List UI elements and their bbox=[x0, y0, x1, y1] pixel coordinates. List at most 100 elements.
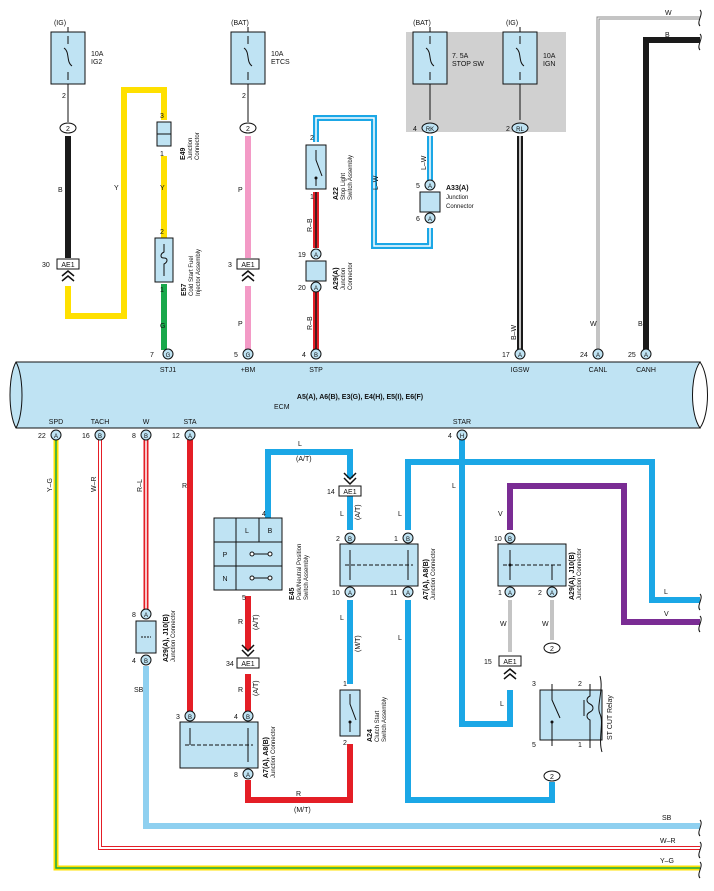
component-e45: 4 L B P N 5 E45 Park/Neutral Position Sw… bbox=[213, 511, 310, 602]
ecm-pin-star: STAR 4 H bbox=[448, 419, 471, 441]
fuse-source: (BAT) bbox=[413, 20, 431, 27]
label-l-ae1: L bbox=[340, 511, 344, 518]
ae1-connector-34: 34 AE1 bbox=[226, 644, 260, 669]
svg-text:Junction Connector: Junction Connector bbox=[171, 610, 177, 662]
svg-text:3: 3 bbox=[228, 262, 232, 269]
svg-text:Junction: Junction bbox=[341, 268, 347, 290]
svg-text:34: 34 bbox=[226, 661, 234, 668]
svg-text:1: 1 bbox=[394, 536, 398, 543]
svg-text:2: 2 bbox=[310, 135, 314, 142]
ecm-pin-canl: 24 A CANL bbox=[580, 348, 608, 374]
ecm-title: A5(A), A6(B), E3(G), E4(H), E5(I), E6(F) bbox=[297, 394, 423, 401]
svg-text:4: 4 bbox=[448, 433, 452, 440]
svg-text:4: 4 bbox=[234, 714, 238, 721]
svg-text:4: 4 bbox=[132, 658, 136, 665]
svg-text:IGSW: IGSW bbox=[511, 367, 530, 374]
wire-w-relay bbox=[508, 600, 554, 652]
svg-text:A33(A): A33(A) bbox=[446, 185, 469, 192]
svg-text:Injector Assembly: Injector Assembly bbox=[196, 249, 202, 296]
label-w-r-right: W–R bbox=[660, 838, 676, 845]
svg-text:STP: STP bbox=[309, 367, 323, 374]
component-e57: 2 1 E57 Cold Start Fuel Injector Assembl… bbox=[154, 229, 202, 296]
ecm-pin-spd: SPD 22 A bbox=[38, 419, 63, 441]
connector-rl: RL bbox=[511, 122, 529, 134]
label-y: Y bbox=[114, 185, 119, 192]
svg-text:19: 19 bbox=[298, 252, 306, 259]
wire-sb bbox=[143, 666, 700, 829]
svg-text:Switch Assembly: Switch Assembly bbox=[304, 555, 310, 600]
svg-text:B: B bbox=[348, 537, 352, 543]
label-sb-right: SB bbox=[662, 815, 672, 822]
fuse-pin: 2 bbox=[506, 126, 510, 133]
svg-text:H: H bbox=[460, 434, 464, 440]
svg-text:A24: A24 bbox=[367, 729, 374, 742]
ecm-pin-tach: TACH 16 B bbox=[82, 419, 109, 441]
svg-text:B: B bbox=[246, 715, 250, 721]
svg-text:AE1: AE1 bbox=[241, 661, 254, 668]
svg-text:2: 2 bbox=[246, 126, 250, 133]
label-r-l: R–L bbox=[137, 479, 144, 492]
fuse-rating: 10A bbox=[91, 51, 104, 58]
component-a24: 1 2 A24 Clutch Start Switch Assembly bbox=[339, 681, 388, 747]
ecm-subtitle: ECM bbox=[274, 404, 290, 411]
wire-l-w bbox=[313, 115, 433, 249]
svg-text:Connector: Connector bbox=[195, 132, 201, 160]
svg-text:E49: E49 bbox=[180, 147, 187, 160]
svg-text:RL: RL bbox=[516, 127, 524, 133]
svg-text:RK: RK bbox=[426, 127, 434, 133]
svg-text:8: 8 bbox=[234, 772, 238, 779]
label-l-star: L bbox=[452, 483, 456, 490]
svg-text:Stop Light: Stop Light bbox=[341, 173, 347, 200]
label-w-can: W bbox=[590, 321, 597, 328]
svg-text:5: 5 bbox=[242, 595, 246, 602]
label-mt-1: (M/T) bbox=[355, 635, 362, 652]
label-r-b: R–B bbox=[307, 218, 314, 232]
svg-text:A: A bbox=[644, 353, 648, 359]
svg-text:B: B bbox=[314, 353, 318, 359]
ecm-pin-stj1: 7 G STJ1 bbox=[150, 348, 176, 374]
ecm-top-pins: 7 G STJ1 5 G +BM 4 B STP 17 A IGSW 24 A … bbox=[150, 348, 656, 374]
label-w-relay-2: W bbox=[542, 621, 549, 628]
svg-text:+BM: +BM bbox=[241, 367, 256, 374]
svg-text:15: 15 bbox=[484, 659, 492, 666]
svg-text:A29(A): A29(A) bbox=[333, 267, 340, 290]
label-y-g-right: Y–G bbox=[660, 858, 674, 865]
label-b-w: B–W bbox=[511, 324, 518, 340]
fuse-pin: 2 bbox=[62, 93, 66, 100]
svg-text:8: 8 bbox=[132, 612, 136, 619]
svg-text:10: 10 bbox=[494, 536, 502, 543]
label-w-r: W–R bbox=[91, 476, 98, 492]
svg-text:SPD: SPD bbox=[49, 419, 63, 426]
svg-text:2: 2 bbox=[160, 229, 164, 236]
svg-text:Cold Start Fuel: Cold Start Fuel bbox=[189, 256, 195, 296]
ecm-pin-stp: 4 B STP bbox=[302, 348, 323, 374]
fuse-name: IG2 bbox=[91, 59, 102, 66]
svg-text:CANL: CANL bbox=[589, 367, 608, 374]
svg-text:A: A bbox=[550, 591, 554, 597]
component-st-cut-relay: 2 3 2 5 1 ST CUT Relay 2 bbox=[532, 642, 614, 782]
svg-text:3: 3 bbox=[176, 714, 180, 721]
svg-text:A: A bbox=[508, 591, 512, 597]
svg-text:AE1: AE1 bbox=[241, 262, 254, 269]
fuse-pin: 2 bbox=[242, 93, 246, 100]
svg-text:B: B bbox=[98, 434, 102, 440]
svg-text:W: W bbox=[143, 419, 150, 426]
svg-text:25: 25 bbox=[628, 352, 636, 359]
svg-text:ST CUT Relay: ST CUT Relay bbox=[607, 695, 614, 740]
label-p: P bbox=[238, 187, 243, 194]
label-r-nsw: R bbox=[238, 619, 243, 626]
svg-text:L: L bbox=[245, 528, 249, 535]
wire-w-r bbox=[98, 440, 700, 850]
component-a29j10-left: 8 A 4 B A29(A), J10(B) Junction Connecto… bbox=[132, 608, 177, 666]
component-a7a8-mid: 2 B 1 B 10 A 11 A A7(A), A8(B) Junction … bbox=[332, 532, 437, 600]
fuse-name: IGN bbox=[543, 61, 555, 68]
label-l-at: L bbox=[298, 441, 302, 448]
svg-text:16: 16 bbox=[82, 433, 90, 440]
svg-text:1: 1 bbox=[343, 681, 347, 688]
label-l-relay: L bbox=[500, 701, 504, 708]
svg-text:AE1: AE1 bbox=[503, 659, 516, 666]
svg-text:12: 12 bbox=[172, 433, 180, 440]
wire-labels: B Y Y G P P R–B R–B L–W L–W B–W W B W B … bbox=[47, 10, 676, 865]
component-a7a8-low: 3 B 4 B 8 A A7(A), A8(B) Junction Connec… bbox=[176, 710, 277, 780]
svg-text:3: 3 bbox=[160, 113, 164, 120]
